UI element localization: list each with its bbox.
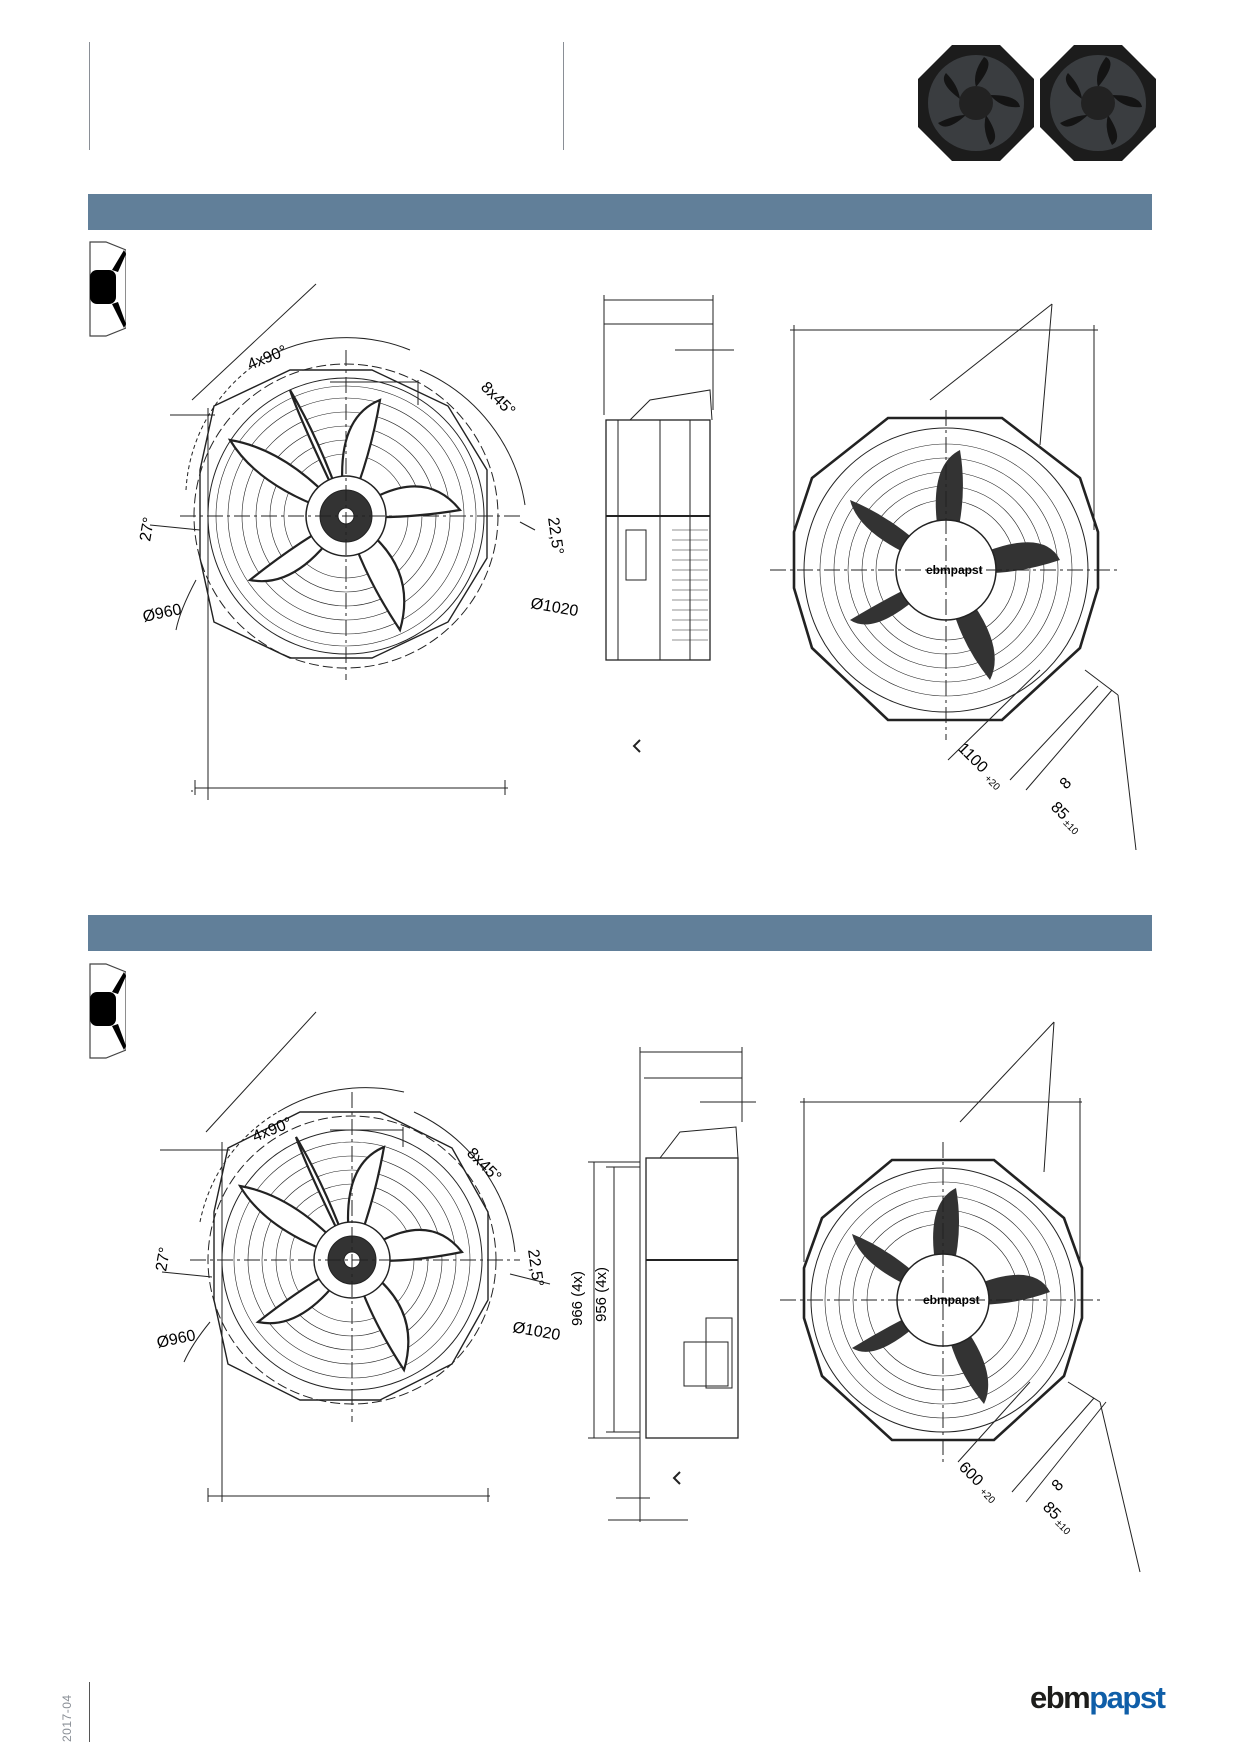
strip-length-label-1: 8 [1057,774,1075,792]
cable-length-label-2: 600 [955,1459,986,1490]
airflow-direction-icon-2 [89,963,126,1059]
angle-22-5-label-2: 22,5° [524,1248,546,1288]
rear-hub-brand-1: ebmpapst [926,563,983,577]
cable-length-label-1: 1100 [954,740,990,776]
side-dim-966-label: 966 (4x) [569,1271,586,1326]
logo-papst: papst [1089,1680,1166,1715]
angle-8x45-label: 8x45° [477,379,518,420]
fan-photo-2 [1040,45,1156,161]
side-view-2 [588,1047,756,1522]
document-date: 2017-04 [60,1694,74,1742]
dia-1020-label-2: Ø1020 [511,1319,561,1344]
technical-drawing-2: 4x90° 8x45° 27° 22,5° Ø960 Ø1020 966 (4x… [153,1011,1141,1573]
product-photo [918,45,1156,161]
strip-end-tol-2: ±10 [1053,1518,1073,1538]
airflow-direction-icon-1 [89,241,126,337]
cable-length-tol-2: +20 [977,1486,997,1506]
side-dim-956-label: 956 (4x) [593,1267,610,1322]
angle-27-label: 27° [137,516,158,543]
footer-divider [89,1682,90,1742]
cable-length-tol-1: +20 [982,773,1002,793]
front-view-1 [149,283,536,800]
section-header-bar-2 [88,915,1152,951]
header-divider-left [89,42,90,150]
angle-4x90-label-2: 4x90° [250,1115,294,1146]
rear-view-1 [770,303,1137,851]
side-view-1 [603,295,734,753]
dia-1020-label: Ø1020 [529,595,579,620]
technical-drawing-1: 4x90° 8x45° 27° 22,5° Ø960 Ø1020 ebmpaps… [137,283,1137,851]
rear-view-2 [780,1021,1141,1573]
fan-photo-1 [918,45,1034,161]
dia-960-label: Ø960 [141,601,183,626]
strip-length-label-2: 8 [1049,1476,1067,1494]
rear-hub-brand-2: ebmpapst [923,1293,980,1307]
header-divider-right [563,42,564,150]
section-header-bar-1 [88,194,1152,230]
logo-ebm: ebm [1030,1680,1091,1715]
ebmpapst-logo: ebmpapst [1030,1680,1166,1716]
strip-end-tol-1: ±10 [1061,818,1081,838]
front-view-2 [160,1011,551,1502]
angle-27-label-2: 27° [153,1246,174,1273]
angle-4x90-label: 4x90° [245,343,289,374]
angle-22-5-label: 22,5° [544,516,566,556]
